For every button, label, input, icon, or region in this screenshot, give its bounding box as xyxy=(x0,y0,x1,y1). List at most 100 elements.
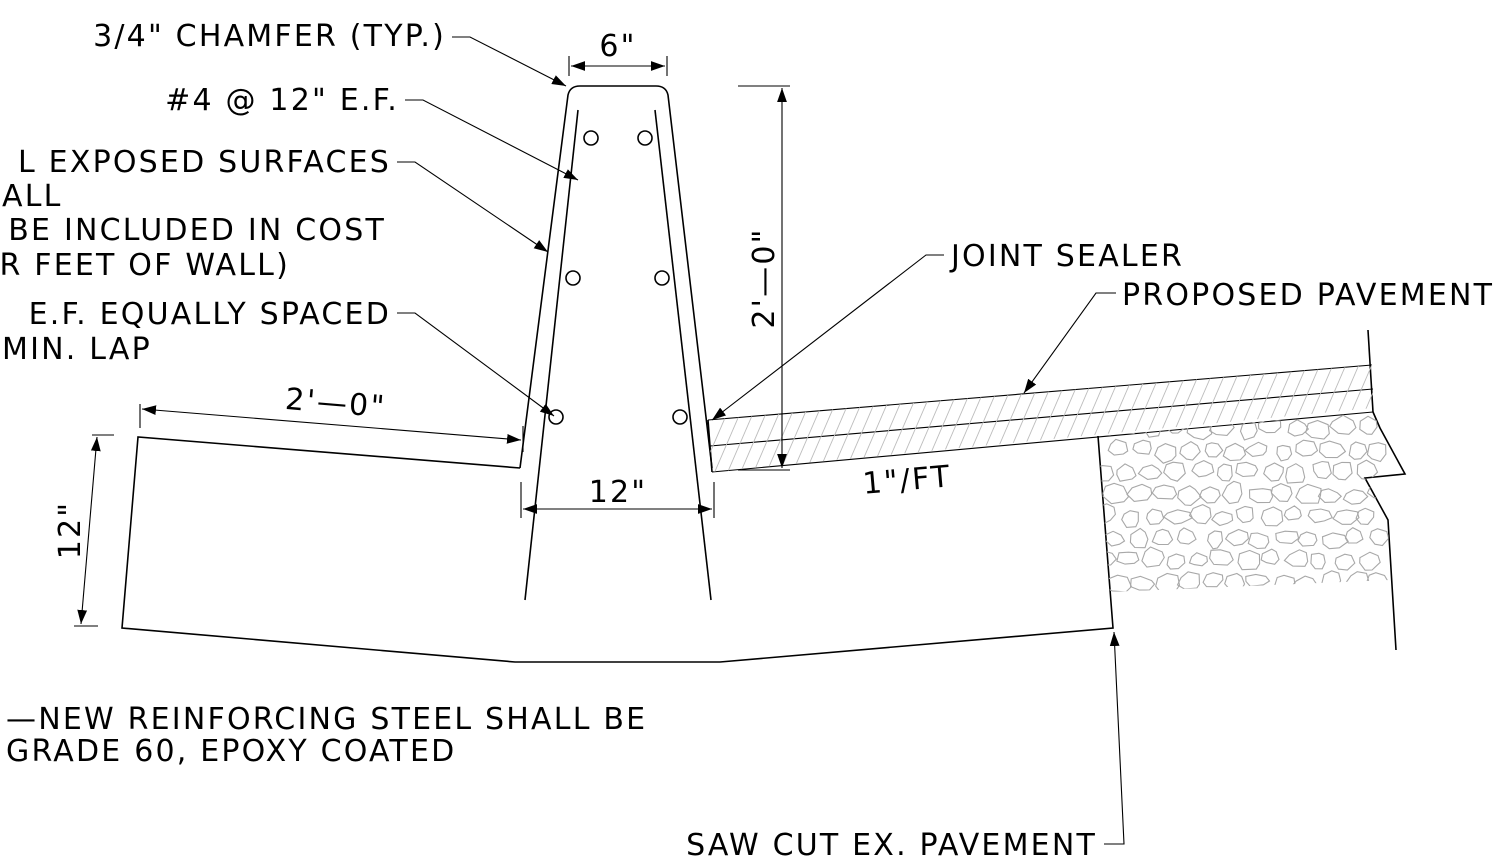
hatch-line xyxy=(868,365,920,472)
hatch-line xyxy=(1102,365,1154,472)
dim-top-width-label: 6" xyxy=(599,29,636,64)
proposed-pavement-leader xyxy=(1023,292,1116,394)
gravel-stone xyxy=(1222,442,1247,462)
gravel-stone xyxy=(1283,505,1302,521)
gravel-stone xyxy=(1312,460,1332,480)
gravel-stone xyxy=(1318,440,1347,459)
gravel-stone xyxy=(1364,572,1390,591)
gravel-stone xyxy=(1257,418,1282,434)
gravel-stone xyxy=(1130,575,1156,591)
gravel-stone xyxy=(1179,441,1201,461)
gravel-fill xyxy=(1098,414,1394,592)
pavement-mid-line xyxy=(709,388,1374,447)
gravel-stone xyxy=(1235,505,1254,524)
dim-toe-length xyxy=(141,405,522,444)
gravel-stone xyxy=(1098,503,1116,525)
gravel-stone xyxy=(1270,483,1293,502)
hatch-line xyxy=(933,365,985,472)
gravel-stone xyxy=(1291,575,1319,592)
gravel-stone xyxy=(1237,549,1261,571)
rebar-circle xyxy=(637,130,653,146)
hatch-line xyxy=(1089,365,1141,472)
gravel-stone xyxy=(1211,511,1234,527)
gravel-stone xyxy=(1163,461,1186,482)
hatch-line xyxy=(907,365,959,472)
reinforcing-steel-note-2: GRADE 60, EPOXY COATED xyxy=(6,734,456,769)
rebar-circle xyxy=(583,130,599,146)
gravel-stone xyxy=(1188,552,1208,567)
gravel-stone xyxy=(1260,506,1284,527)
gravel-stone xyxy=(1166,553,1186,570)
gravel-stone xyxy=(1321,532,1349,550)
gravel-stone xyxy=(1332,509,1360,525)
stem-inner-line-left xyxy=(524,109,579,601)
gravel-stone xyxy=(1224,572,1246,592)
gravel-stone xyxy=(1103,530,1126,547)
joint-sealer-leader xyxy=(711,254,944,421)
gravel-stone xyxy=(1366,442,1387,463)
gravel-stone xyxy=(1297,531,1318,547)
gravel-stone xyxy=(1101,482,1130,505)
gravel-stone xyxy=(1260,548,1280,565)
chamfer-leader xyxy=(452,36,567,87)
gravel-stone xyxy=(1334,553,1356,571)
gravel-stone xyxy=(1116,463,1137,482)
gravel-stone xyxy=(1332,461,1353,481)
gravel-stone xyxy=(1207,530,1224,550)
gravel-stone xyxy=(1188,503,1212,525)
dimension-lines xyxy=(74,56,790,627)
hatch-line xyxy=(881,365,933,472)
hatch-line xyxy=(1336,365,1373,472)
gravel-stone xyxy=(1107,438,1129,456)
existing-pavement-break-line xyxy=(1363,411,1407,651)
gravel-stone xyxy=(1162,509,1194,525)
gravel-stone xyxy=(1247,532,1270,550)
hatch-line xyxy=(1180,365,1232,472)
hatch-line xyxy=(1128,365,1180,472)
hatch-line xyxy=(1167,365,1219,472)
spaced-bars-note-1: E.F. EQUALLY SPACED xyxy=(29,297,391,332)
gravel-stone xyxy=(1285,463,1306,484)
hatch-line xyxy=(1154,365,1206,472)
gravel-stone xyxy=(1224,528,1249,547)
gravel-stone xyxy=(1348,441,1368,460)
stem-inner-line-right xyxy=(654,109,712,601)
gravel-stone xyxy=(1191,459,1215,478)
gravel-stone xyxy=(1116,551,1140,565)
saw-cut-note: SAW CUT EX. PAVEMENT xyxy=(686,828,1097,863)
hatch-line xyxy=(1141,365,1193,472)
bars-ef-note: #4 @ 12" E.F. xyxy=(165,83,399,118)
gravel-stone xyxy=(1355,507,1375,525)
gravel-stone xyxy=(1137,464,1163,480)
rebar-circle xyxy=(672,409,688,425)
dim-base-width-label: 12" xyxy=(589,475,648,510)
dim-footing-depth xyxy=(77,436,101,625)
joint-sealer-note: JOINT SEALER xyxy=(949,239,1184,274)
gravel-stone xyxy=(1274,574,1296,592)
rebar-circle xyxy=(548,409,564,425)
gravel-stone xyxy=(1132,439,1152,455)
proposed-pavement-note: PROPOSED PAVEMENT xyxy=(1122,278,1494,313)
saw-cut-leader xyxy=(1104,631,1125,845)
gravel-stone xyxy=(1129,527,1149,549)
hatch-line xyxy=(894,365,946,472)
gravel-stone xyxy=(1305,419,1330,440)
hatch-line xyxy=(777,365,829,472)
hatch-line xyxy=(1376,360,1426,476)
exposed-surfaces-leader xyxy=(397,161,549,253)
gravel-stone xyxy=(1276,444,1293,462)
exposed-surfaces-note-4: R FEET OF WALL) xyxy=(0,248,290,283)
leader-lines xyxy=(397,36,1125,845)
gravel-stone xyxy=(1287,419,1310,437)
gravel-stone xyxy=(1283,549,1309,567)
gravel-stone xyxy=(1245,573,1271,587)
gravel-stone xyxy=(1121,510,1139,528)
bars-ef-leader xyxy=(405,99,579,181)
gravel-stone xyxy=(1209,549,1234,566)
slope-label: 1"/FT xyxy=(861,459,953,502)
gravel-stone xyxy=(1263,462,1284,482)
dim-toe-length-label: 2'—0" xyxy=(284,382,388,425)
gravel-stone xyxy=(1176,571,1201,590)
gravel-stone xyxy=(1154,443,1177,464)
